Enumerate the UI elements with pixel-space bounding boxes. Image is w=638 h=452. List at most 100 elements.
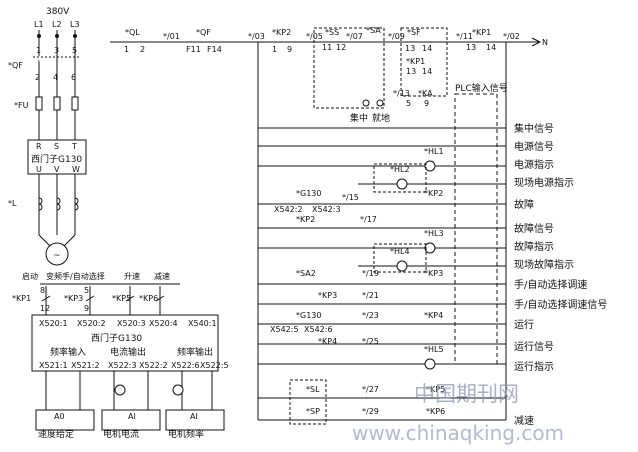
- watermark-cn: 中国期刊网: [414, 382, 519, 406]
- sf-label: *SF: [407, 28, 421, 37]
- svg-text:*/21: */21: [362, 291, 379, 300]
- svg-text:14: 14: [422, 67, 432, 76]
- svg-text:A0: A0: [54, 412, 65, 421]
- svg-text:*/09: */09: [388, 32, 405, 41]
- motor-frequency-box: [165, 409, 225, 431]
- svg-text:X522:3: X522:3: [108, 361, 137, 370]
- svg-text:X520:4: X520:4: [149, 319, 178, 328]
- svg-text:*KP2: *KP2: [296, 215, 315, 224]
- phase-l3: L3: [70, 20, 80, 29]
- svg-text:X540:1: X540:1: [188, 319, 217, 328]
- sl-button: *SL: [306, 385, 320, 394]
- svg-text:*/07: */07: [346, 32, 363, 41]
- indicator-run: 运行指示: [514, 360, 554, 373]
- kp1-top-label: *KP1: [472, 28, 491, 37]
- svg-text:*/02: */02: [503, 32, 520, 41]
- svg-text:*HL2: *HL2: [390, 165, 410, 174]
- svg-text:12: 12: [40, 304, 50, 313]
- svg-text:电流输出: 电流输出: [110, 346, 146, 358]
- svg-text:*/01: */01: [163, 32, 180, 41]
- svg-text:*KP5: *KP5: [426, 385, 445, 394]
- svg-text:8: 8: [40, 286, 45, 295]
- svg-text:*KP4: *KP4: [318, 337, 337, 346]
- io-label-speeddown: 减速: [154, 271, 170, 281]
- label-motor-current: 电机电流: [103, 428, 139, 440]
- svg-text:F11: F11: [186, 45, 201, 54]
- svg-text:~: ~: [53, 251, 61, 261]
- svg-text:AI: AI: [190, 412, 198, 421]
- signal-power: 电源信号: [514, 140, 554, 153]
- motor-current-box: [101, 409, 161, 431]
- switch-central: 集中: [350, 112, 368, 124]
- svg-text:2: 2: [140, 45, 145, 54]
- svg-text:R: R: [36, 142, 42, 151]
- g130-run-contact: *G130: [296, 311, 321, 320]
- label-speed-setpoint: 速度给定: [38, 428, 74, 440]
- svg-text:T: T: [71, 142, 77, 151]
- svg-text:*KP2: *KP2: [424, 189, 443, 198]
- svg-text:X542:6: X542:6: [304, 325, 333, 334]
- svg-text:*/19: */19: [362, 269, 379, 278]
- signal-hand-auto: 手/自动选择调速: [514, 278, 587, 291]
- svg-text:9: 9: [287, 45, 292, 54]
- plc-title: PLC输入信号: [455, 82, 508, 94]
- svg-text:9: 9: [424, 99, 429, 108]
- phase-l2: L2: [52, 20, 62, 29]
- svg-text:14: 14: [486, 43, 496, 52]
- speed-setpoint-box: [35, 409, 95, 431]
- svg-text:*HL5: *HL5: [424, 345, 444, 354]
- ka-label: *KA: [418, 89, 433, 98]
- switch-local: 就地: [372, 112, 390, 124]
- sp-button: *SP: [306, 407, 320, 416]
- svg-text:*/15: */15: [342, 193, 359, 202]
- svg-text:*/23: */23: [362, 311, 379, 320]
- svg-text:U: U: [36, 165, 42, 174]
- svg-text:1: 1: [272, 45, 277, 54]
- svg-text:13: 13: [466, 43, 476, 52]
- signal-hand-auto-signal: 手/自动选择调速信号: [514, 298, 607, 311]
- io-label-hand-auto: 变频手/自动选择: [46, 271, 105, 281]
- svg-text:频率输入: 频率输入: [50, 346, 86, 358]
- indicator-fault: 故障指示: [514, 240, 554, 253]
- svg-text:*/17: */17: [360, 215, 377, 224]
- svg-text:12: 12: [336, 43, 346, 52]
- svg-text:X522:5: X522:5: [200, 361, 229, 370]
- signal-fault: 故障: [514, 198, 534, 211]
- reactor-label: *L: [8, 199, 17, 208]
- inverter-box: [27, 139, 87, 175]
- svg-text:1: 1: [36, 46, 41, 55]
- voltage-label: 380V: [46, 7, 70, 17]
- svg-text:9: 9: [84, 304, 89, 313]
- io-label-start: 启动: [22, 271, 38, 281]
- svg-text:X542:3: X542:3: [312, 205, 341, 214]
- kp1-hold-label: *KP1: [406, 57, 425, 66]
- frequency-meter-icon: [172, 384, 184, 396]
- indicator-power: 电源指示: [514, 158, 554, 171]
- qf-label: *QF: [8, 61, 23, 70]
- svg-text:W: W: [72, 165, 80, 174]
- indicator-local-power: 现场电源指示: [514, 176, 574, 189]
- lamp-hl4-icon: [396, 260, 408, 272]
- sa-label: *SA: [366, 26, 381, 35]
- svg-text:X542:2: X542:2: [274, 205, 303, 214]
- svg-text:频率输出: 频率输出: [177, 346, 213, 358]
- svg-text:*HL1: *HL1: [424, 147, 444, 156]
- lamp-hl3-icon: [424, 242, 436, 254]
- svg-text:1: 1: [124, 45, 129, 54]
- svg-text:AI: AI: [128, 412, 136, 421]
- lamp-hl2-icon: [396, 178, 408, 190]
- label-motor-frequency: 电机频率: [168, 428, 204, 440]
- svg-text:S: S: [54, 142, 59, 151]
- svg-text:13: 13: [406, 67, 416, 76]
- fu-label: *FU: [14, 101, 29, 110]
- signal-run: 运行: [514, 318, 534, 331]
- indicator-local-fault: 现场故障指示: [514, 258, 574, 271]
- svg-text:X521:1: X521:1: [39, 361, 68, 370]
- g130-fault-contact: *G130: [296, 189, 321, 198]
- ammeter-icon: [114, 384, 126, 396]
- contact-kp1: *KP1: [12, 294, 31, 303]
- contact-kp3: *KP3: [64, 294, 83, 303]
- signal-fault-signal: 故障信号: [514, 222, 554, 235]
- svg-text:5: 5: [406, 99, 411, 108]
